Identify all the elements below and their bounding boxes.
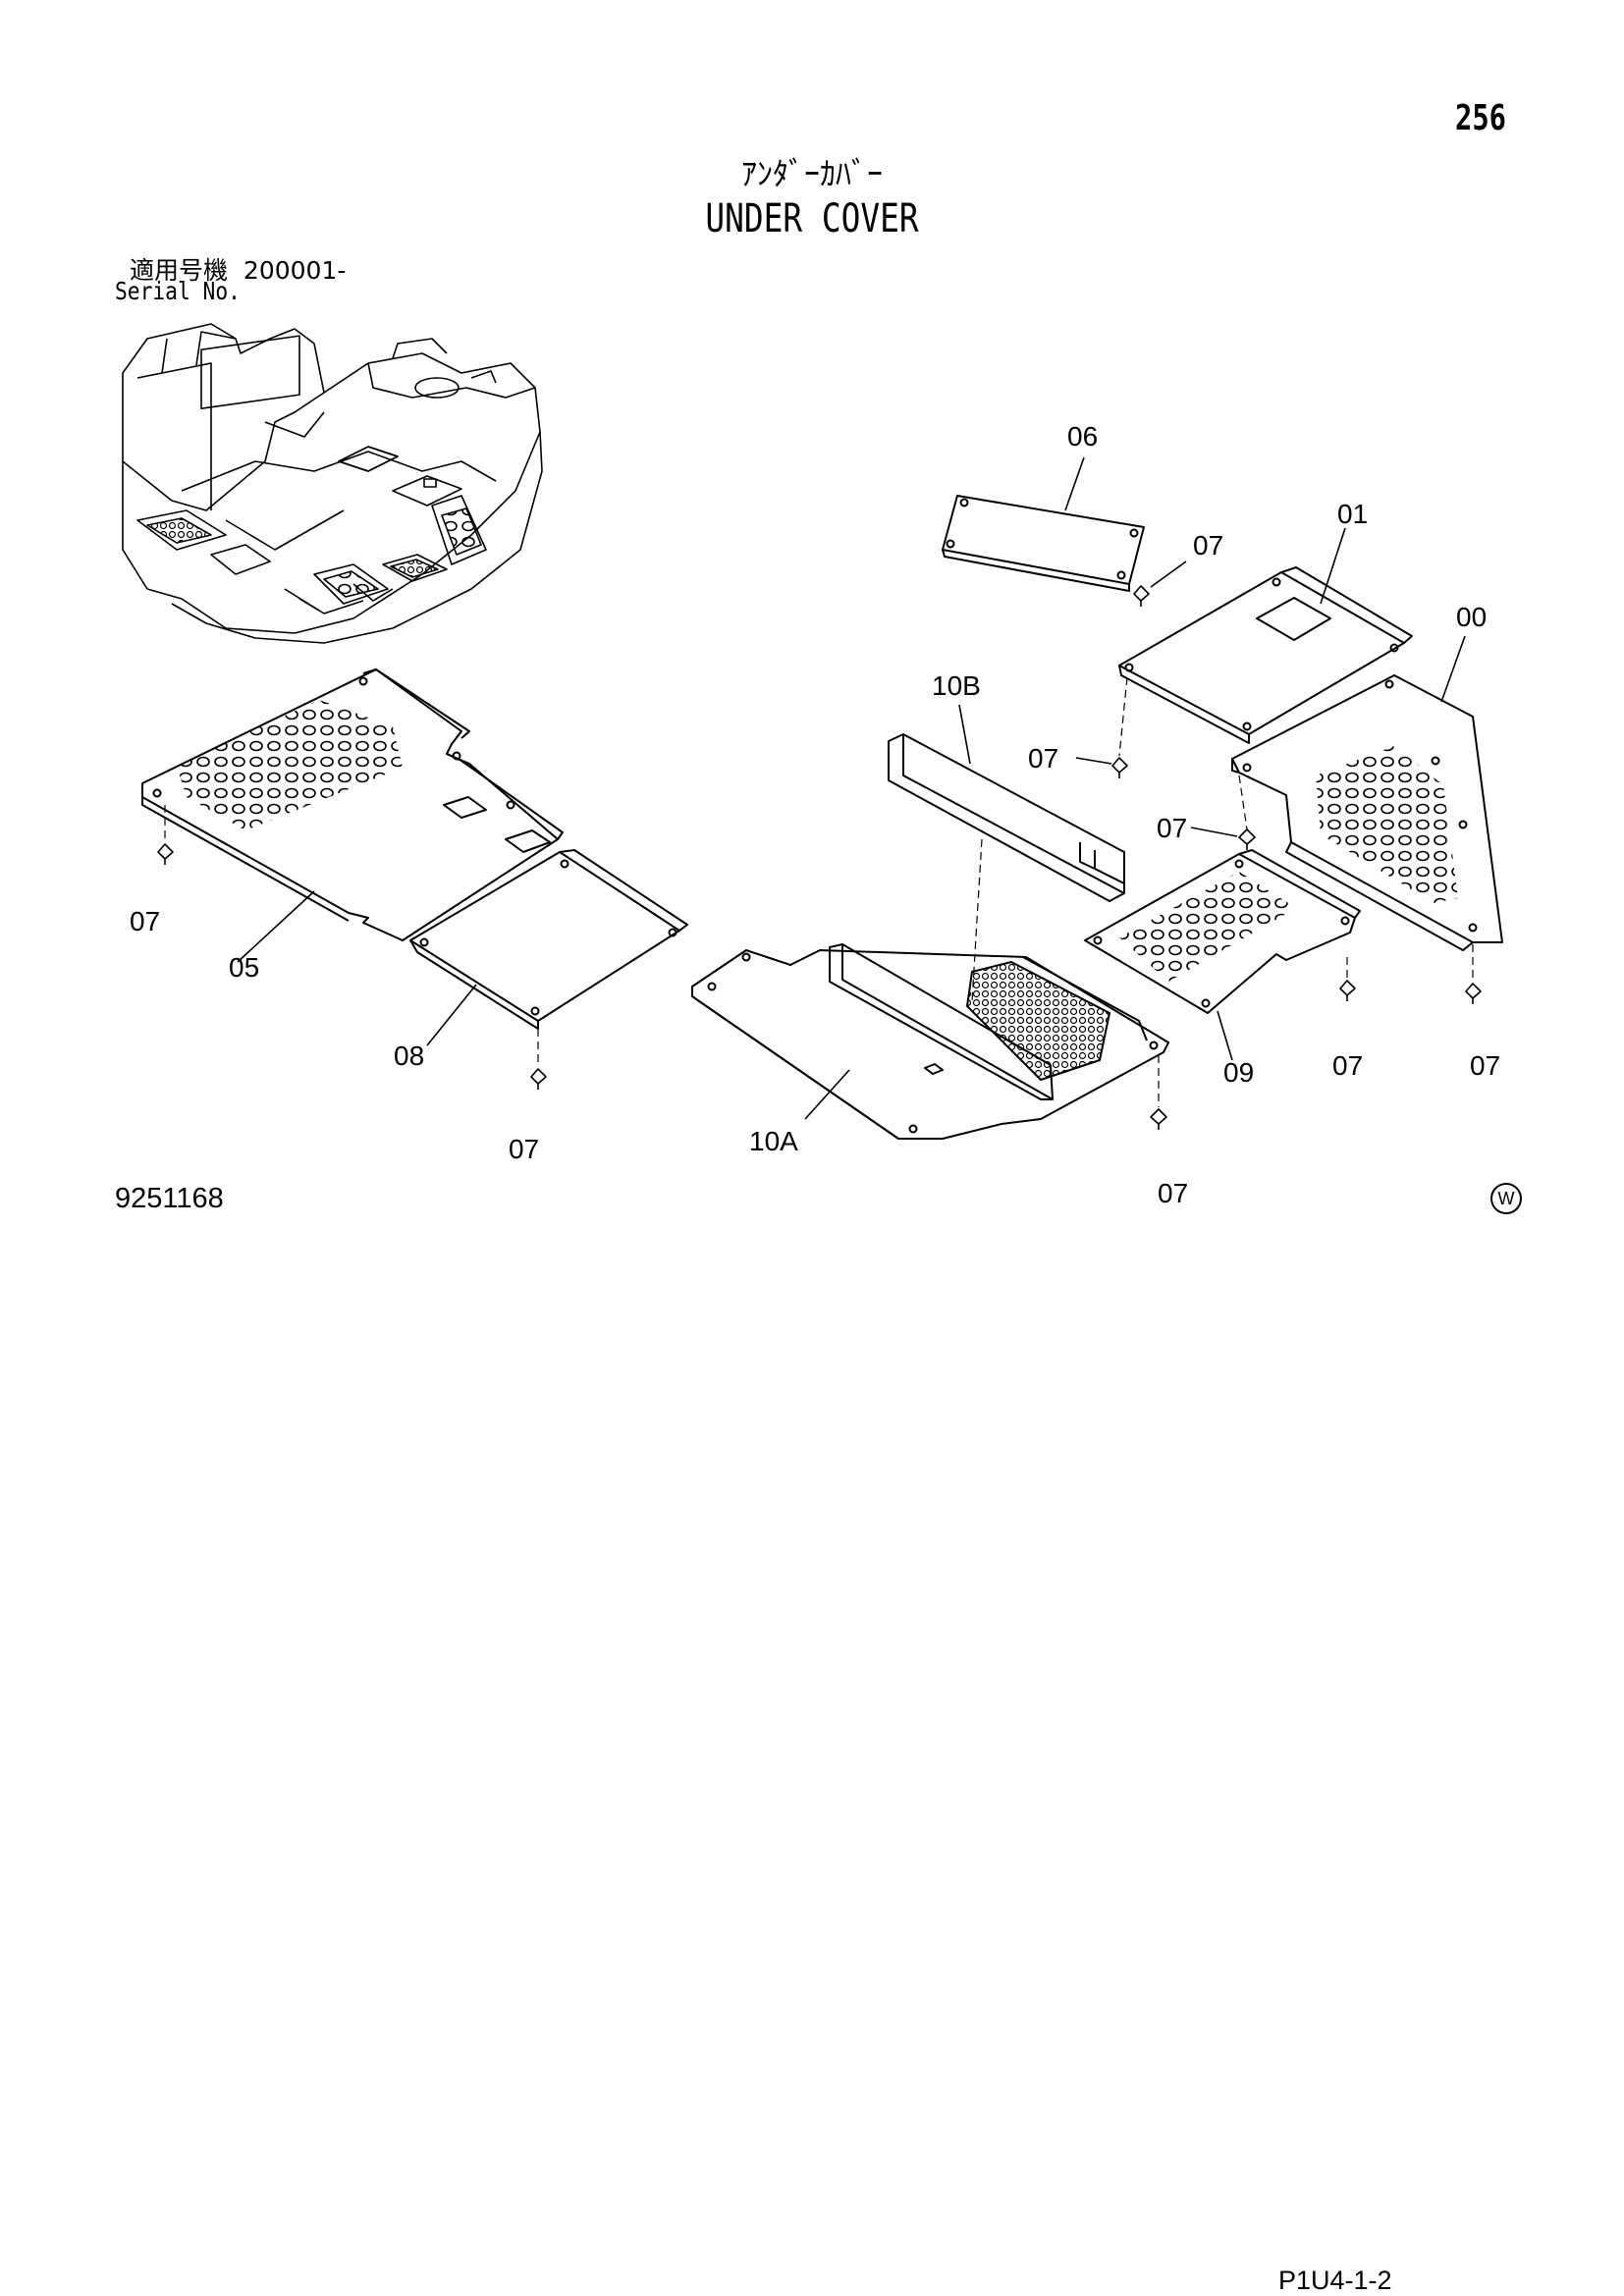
alignment-lines <box>164 676 1474 1107</box>
part-09-cover-plate <box>1084 849 1361 1014</box>
part-08-cover-plate <box>409 849 688 1030</box>
leader-lines <box>237 456 1466 1120</box>
callout-00: 00 <box>1456 602 1487 632</box>
serial-label-jp: 適用号機 <box>130 256 229 285</box>
part-05-cover-plate <box>141 668 564 941</box>
callout-07-d: 07 <box>130 906 160 936</box>
callout-05: 05 <box>229 952 259 983</box>
part-10b-bracket <box>888 733 1125 902</box>
watermark-circle: W <box>1490 1183 1522 1214</box>
callout-08: 08 <box>394 1041 424 1071</box>
callout-07-g: 07 <box>1470 1050 1500 1081</box>
title-english: UNDER COVER <box>705 196 919 241</box>
page-number: 256 <box>1455 98 1507 138</box>
footer-code: P1U4-1-2 <box>1278 2266 1392 2295</box>
part-00-cover-plate <box>1231 674 1503 951</box>
callout-10b: 10B <box>932 670 981 701</box>
serial-label-en: Serial No. <box>115 277 241 305</box>
callout-06: 06 <box>1067 421 1098 452</box>
part-06-cover-plate <box>942 495 1145 592</box>
callout-01: 01 <box>1337 499 1368 529</box>
callout-07-a: 07 <box>1193 530 1223 561</box>
callout-07-c: 07 <box>1157 813 1187 843</box>
callout-07-e: 07 <box>509 1134 539 1164</box>
title-japanese: ｱﾝﾀﾞｰｶﾊﾞｰ <box>740 155 883 192</box>
callout-09: 09 <box>1223 1057 1254 1088</box>
serial-number: 200001- <box>243 256 347 285</box>
callout-10a: 10A <box>749 1126 798 1156</box>
machine-overview-illustration <box>122 323 543 644</box>
callout-07-h: 07 <box>1158 1178 1188 1208</box>
bolt-07-markers <box>157 585 1482 1130</box>
callout-07-b: 07 <box>1028 743 1058 774</box>
part-01-cover-plate <box>1118 566 1413 744</box>
figure-number: 9251168 <box>115 1183 224 1214</box>
part-10a-cover-plate <box>691 943 1169 1140</box>
serial-line: 適用号機 200001- <box>130 251 346 287</box>
callout-07-f: 07 <box>1332 1050 1363 1081</box>
